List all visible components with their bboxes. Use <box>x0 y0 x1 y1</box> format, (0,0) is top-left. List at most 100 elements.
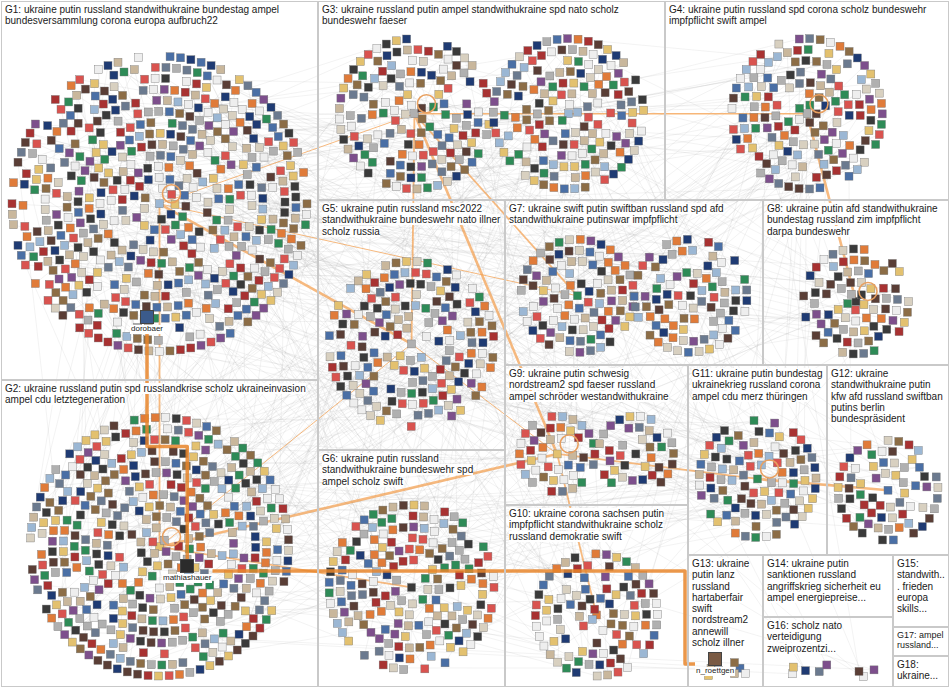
vertex-picture <box>438 168 446 176</box>
thin-edge <box>214 278 543 646</box>
vertex-picture <box>435 50 443 58</box>
vertex-picture <box>169 616 177 624</box>
vertex-picture <box>263 548 271 556</box>
vertex-picture <box>638 127 646 135</box>
thin-edge <box>97 72 410 273</box>
vertex-picture <box>195 228 203 236</box>
vertex-picture <box>65 618 73 626</box>
vertex-picture <box>500 148 508 156</box>
vertex-picture <box>185 428 193 436</box>
vertex-picture <box>379 82 387 90</box>
vertex-picture <box>54 179 62 187</box>
vertex-picture <box>130 66 138 74</box>
vertex-picture <box>233 299 241 307</box>
vertex-picture <box>159 617 167 625</box>
vertex-picture <box>280 280 288 288</box>
vertex-picture <box>76 219 84 227</box>
vertex-picture <box>137 637 145 645</box>
vertex-picture <box>90 173 98 181</box>
thin-edge <box>395 297 855 321</box>
thin-edge <box>572 94 816 267</box>
vertex-picture <box>109 186 117 194</box>
thin-edge <box>457 399 807 448</box>
vertex-picture <box>153 562 161 570</box>
thin-edge <box>139 582 238 650</box>
thin-edge <box>18 44 386 162</box>
thin-edge <box>154 89 472 383</box>
vertex-picture <box>220 105 228 113</box>
strong-edge <box>160 547 412 588</box>
thin-edge <box>33 154 858 343</box>
vertex-picture <box>254 459 262 467</box>
vertex-picture <box>228 111 236 119</box>
vertex-picture <box>862 85 870 93</box>
vertex-picture <box>396 82 404 90</box>
vertex-picture <box>461 54 469 62</box>
vertex-picture <box>218 643 226 651</box>
vertex-picture <box>155 173 163 181</box>
vertex-picture <box>83 606 91 614</box>
vertex-picture <box>604 45 612 53</box>
vertex-picture <box>270 514 278 522</box>
vertex-picture <box>804 46 812 54</box>
vertex-picture <box>490 98 498 106</box>
vertex-picture <box>855 101 863 109</box>
vertex-picture <box>103 541 111 549</box>
vertex-picture <box>28 523 36 531</box>
strong-edges <box>160 114 889 615</box>
vertex-picture <box>215 195 223 203</box>
vertex-picture <box>75 187 83 195</box>
thin-edge <box>183 421 754 641</box>
vertex-picture <box>300 168 308 176</box>
vertex-picture <box>119 620 127 628</box>
vertex-picture <box>786 71 794 79</box>
thin-edge <box>288 480 805 560</box>
vertex-picture <box>248 202 256 210</box>
vertex-picture <box>574 108 582 116</box>
vertex-picture <box>102 509 110 517</box>
vertex-picture <box>182 288 190 296</box>
vertex-picture <box>81 583 89 591</box>
vertex-picture <box>584 113 592 121</box>
vertex-picture <box>584 37 592 45</box>
vertex-picture <box>252 589 260 597</box>
vertex-picture <box>737 74 745 82</box>
thin-edge <box>722 70 836 469</box>
thin-edge <box>130 180 455 565</box>
vertex-picture <box>253 497 261 505</box>
vertex-picture <box>217 66 225 74</box>
vertex-picture <box>94 66 102 74</box>
vertex-picture <box>204 198 212 206</box>
vertex-picture <box>867 116 875 124</box>
vertex-picture <box>269 147 277 155</box>
thin-edge <box>394 297 449 365</box>
vertex-picture <box>185 223 193 231</box>
vertex-picture <box>110 305 118 313</box>
vertex-picture <box>773 53 781 61</box>
vertex-picture <box>94 309 102 317</box>
vertex-picture <box>36 238 44 246</box>
vertex-picture <box>8 200 16 208</box>
vertex-picture <box>483 131 491 139</box>
vertex-picture <box>635 137 643 145</box>
vertex-picture <box>63 203 71 211</box>
thin-edge <box>463 136 765 492</box>
vertex-picture <box>404 140 412 148</box>
thin-edge <box>379 560 438 652</box>
thin-edge <box>76 101 553 630</box>
vertex-picture <box>134 169 142 177</box>
vertex-picture <box>144 164 152 172</box>
thin-edge <box>266 533 735 620</box>
vertex-picture <box>93 117 101 125</box>
vertex-picture <box>35 165 43 173</box>
vertex-picture <box>102 477 110 485</box>
vertex-picture <box>335 105 343 113</box>
vertex-picture <box>158 259 166 267</box>
vertex-picture <box>581 160 589 168</box>
vertex-picture <box>225 493 233 501</box>
thin-edge <box>563 53 788 417</box>
vertex-picture <box>547 48 555 56</box>
vertex-picture <box>244 273 252 281</box>
vertex-picture <box>124 344 132 352</box>
vertex-picture <box>382 40 390 48</box>
